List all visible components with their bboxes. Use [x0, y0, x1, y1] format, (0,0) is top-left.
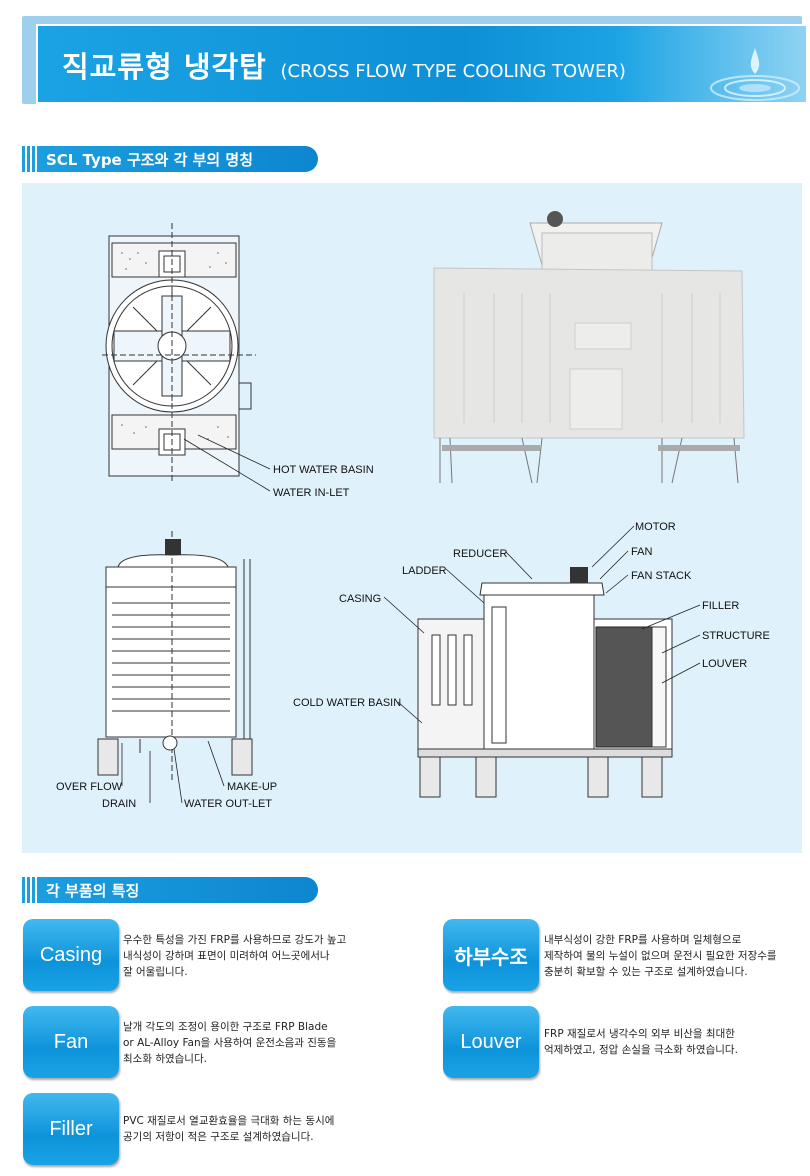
page-title-korean: 직교류형 냉각탑 — [62, 50, 267, 84]
page-title-english: (CROSS FLOW TYPE COOLING TOWER) — [280, 61, 626, 82]
label-fan: FAN — [631, 546, 652, 558]
cooling-tower-diagram: HOT WATER BASIN WATER IN-LET REDUCER MOT… — [56, 211, 770, 810]
section-header-structure: SCL Type 구조와 각 부의 명칭 — [22, 146, 318, 172]
plan-view — [102, 223, 256, 483]
label-filler: FILLER — [702, 600, 739, 612]
feature-badge-filler: Filler — [23, 1093, 119, 1165]
feature-badge-casing: Casing — [23, 919, 119, 991]
front-view — [97, 531, 253, 783]
tower-photo — [433, 211, 745, 484]
feature-desc-louver: FRP 재질로서 냉각수의 외부 비산을 최대한 억제하였고, 정압 손실을 극… — [544, 1028, 738, 1056]
label-water-inlet: WATER IN-LET — [273, 487, 350, 499]
label-make-up: MAKE-UP — [227, 781, 277, 793]
label-hot-water-basin: HOT WATER BASIN — [273, 464, 374, 476]
feature-desc-filler: PVC 재질로서 열교환효율을 극대화 하는 동시에 공기의 저항이 적은 구조… — [123, 1115, 335, 1143]
page-title: 직교류형 냉각탑 (CROSS FLOW TYPE COOLING TOWER) — [62, 44, 626, 86]
section-title-features: 각 부품의 특징 — [46, 882, 140, 900]
diagram-panel: HOT WATER BASIN WATER IN-LET REDUCER MOT… — [22, 183, 802, 853]
section-bars-icon — [22, 146, 40, 172]
label-louver: LOUVER — [702, 658, 747, 670]
section-header-features: 각 부품의 특징 — [22, 877, 318, 903]
section-bars-icon — [22, 877, 40, 903]
label-ladder: LADDER — [402, 565, 447, 577]
label-casing: CASING — [339, 593, 381, 605]
feature-badge-louver: Louver — [443, 1006, 539, 1078]
label-cold-water-basin: COLD WATER BASIN — [293, 697, 401, 709]
water-drop-icon — [710, 48, 800, 101]
label-reducer: REDUCER — [453, 548, 507, 560]
feature-badge-lower-tank: 하부수조 — [443, 919, 539, 991]
label-motor: MOTOR — [635, 521, 676, 533]
feature-desc-lower-tank: 내부식성이 강한 FRP를 사용하며 일체형으로 제작하여 물의 누설이 없으며… — [544, 934, 777, 978]
feature-desc-fan: 날개 각도의 조정이 용이한 구조로 FRP Blade or AL-Alloy… — [123, 1021, 337, 1065]
header-banner: 직교류형 냉각탑 (CROSS FLOW TYPE COOLING TOWER) — [22, 16, 808, 104]
section-view — [417, 567, 673, 798]
feature-desc-casing: 우수한 특성을 가진 FRP를 사용하므로 강도가 높고 내식성이 강하며 표면… — [123, 934, 347, 978]
header-banner-inner: 직교류형 냉각탑 (CROSS FLOW TYPE COOLING TOWER) — [36, 24, 808, 104]
section-title-structure: SCL Type 구조와 각 부의 명칭 — [46, 151, 254, 169]
label-structure: STRUCTURE — [702, 630, 770, 642]
label-fan-stack: FAN STACK — [631, 570, 692, 582]
label-drain: DRAIN — [102, 798, 136, 810]
label-water-outlet: WATER OUT-LET — [184, 798, 272, 810]
label-over-flow: OVER FLOW — [56, 781, 123, 793]
feature-badge-fan: Fan — [23, 1006, 119, 1078]
